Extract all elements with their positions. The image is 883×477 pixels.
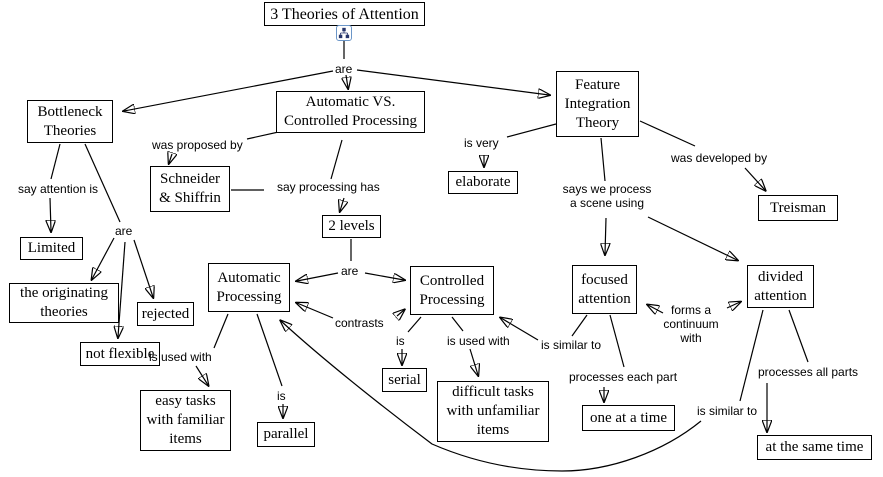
link-label-is-auto[interactable]: is: [277, 389, 286, 403]
wire-contrasts-controlled: [397, 310, 404, 316]
wire-are-controlled: [364, 272, 404, 280]
link-label-says-we-process[interactable]: says we process a scene using: [562, 182, 652, 210]
link-label-forms-a-continuum[interactable]: forms a continuum with: [663, 303, 719, 345]
wire-sayswe-divided: [647, 216, 737, 260]
wire-fit-isvery: [506, 123, 557, 138]
link-label-was-developed-by[interactable]: was developed by: [671, 151, 768, 165]
link-label-are-top[interactable]: are: [335, 62, 353, 76]
concept-bottleneck-theories[interactable]: Bottleneck Theories: [27, 100, 113, 143]
concept-schneider-shiffrin[interactable]: Schneider & Shiffrin: [150, 166, 230, 212]
concept-feature-integration-theory[interactable]: Feature Integration Theory: [556, 71, 639, 137]
concept-not-flexible[interactable]: not flexible: [80, 342, 160, 366]
hierarchy-glyph: [338, 27, 350, 39]
concept-automatic-processing[interactable]: Automatic Processing: [208, 263, 290, 312]
concept-parallel[interactable]: parallel: [257, 422, 315, 447]
wire-focused-processeseach: [609, 314, 625, 368]
wire-are-automatic: [297, 272, 339, 281]
concept-easy-tasks[interactable]: easy tasks with familiar items: [140, 390, 231, 451]
wire-sayattention-limited: [50, 197, 51, 231]
concept-one-at-a-time[interactable]: one at a time: [582, 405, 675, 431]
link-label-are-bottleneck[interactable]: are: [115, 224, 133, 238]
concept-rejected[interactable]: rejected: [137, 302, 194, 326]
wire-sayprocessing-2levels: [340, 197, 344, 211]
wire-automatic-isusedwith: [213, 313, 229, 349]
concept-focused-attention[interactable]: focused attention: [572, 265, 637, 314]
concept-controlled-processing[interactable]: Controlled Processing: [410, 266, 494, 315]
wire-isusedwith-difficulttasks: [469, 348, 478, 375]
concept-2-levels[interactable]: 2 levels: [322, 215, 381, 238]
link-label-processes-each-part[interactable]: processes each part: [569, 370, 678, 384]
link-label-processes-all-parts[interactable]: processes all parts: [758, 365, 859, 379]
wire-wasproposed-schneider: [169, 154, 172, 163]
wire-controlled-is: [407, 316, 422, 333]
wire-focused-issimilar: [571, 314, 588, 337]
link-label-is-ctrl[interactable]: is: [396, 334, 405, 348]
concept-limited[interactable]: Limited: [20, 237, 83, 260]
wire-are-notflexible: [118, 241, 126, 337]
wire-are-rejected: [133, 239, 153, 297]
link-label-was-proposed-by[interactable]: was proposed by: [152, 138, 243, 152]
concept-elaborate[interactable]: elaborate: [448, 171, 518, 194]
wire-fit-sayswe: [600, 137, 606, 182]
concept-title[interactable]: 3 Theories of Attention: [264, 2, 425, 26]
wire-contrasts-automatic: [297, 303, 334, 319]
wire-continuum-divided: [726, 302, 740, 308]
wire-sayswe-focused: [605, 217, 606, 254]
link-label-contrasts[interactable]: contrasts: [335, 316, 384, 330]
concept-divided-attention[interactable]: divided attention: [747, 265, 814, 308]
wire-divided-processesall: [788, 309, 809, 363]
wire-divided-issimilar: [739, 309, 764, 402]
link-label-say-attention-is[interactable]: say attention is: [18, 182, 99, 196]
concept-difficult-tasks[interactable]: difficult tasks with unfamiliar items: [437, 381, 549, 442]
wire-avcp-sayprocessing: [330, 139, 343, 180]
link-label-is-similar-to-focused[interactable]: is similar to: [541, 338, 602, 352]
wire-wasdeveloped-treisman: [744, 167, 765, 190]
link-label-are-levels[interactable]: are: [341, 264, 359, 278]
concept-treisman[interactable]: Treisman: [758, 195, 838, 221]
link-label-is-used-with-ctrl[interactable]: is used with: [447, 334, 510, 348]
concept-originating-theories[interactable]: the originating theories: [9, 283, 119, 323]
concept-map-resource-icon[interactable]: [336, 25, 352, 41]
wire-fit-wasdeveloped: [639, 120, 696, 147]
link-label-is-very[interactable]: is very: [464, 136, 499, 150]
link-label-say-processing-has[interactable]: say processing has: [277, 180, 380, 194]
wire-controlled-isusedwith: [451, 316, 464, 332]
wire-isusedwith-easytasks: [195, 365, 208, 385]
wire-are-avcp: [346, 74, 348, 88]
wire-automatic-is: [256, 313, 283, 387]
wire-bottleneck-sayattention: [50, 143, 61, 180]
concept-at-the-same-time[interactable]: at the same time: [757, 435, 872, 460]
link-label-is-used-with-auto[interactable]: is used with: [149, 350, 212, 364]
wire-are-originating: [92, 237, 115, 279]
concept-automatic-vs-controlled[interactable]: Automatic VS. Controlled Processing: [276, 91, 425, 133]
concept-serial[interactable]: serial: [382, 368, 427, 392]
link-label-is-similar-to-divided[interactable]: is similar to: [697, 404, 758, 418]
